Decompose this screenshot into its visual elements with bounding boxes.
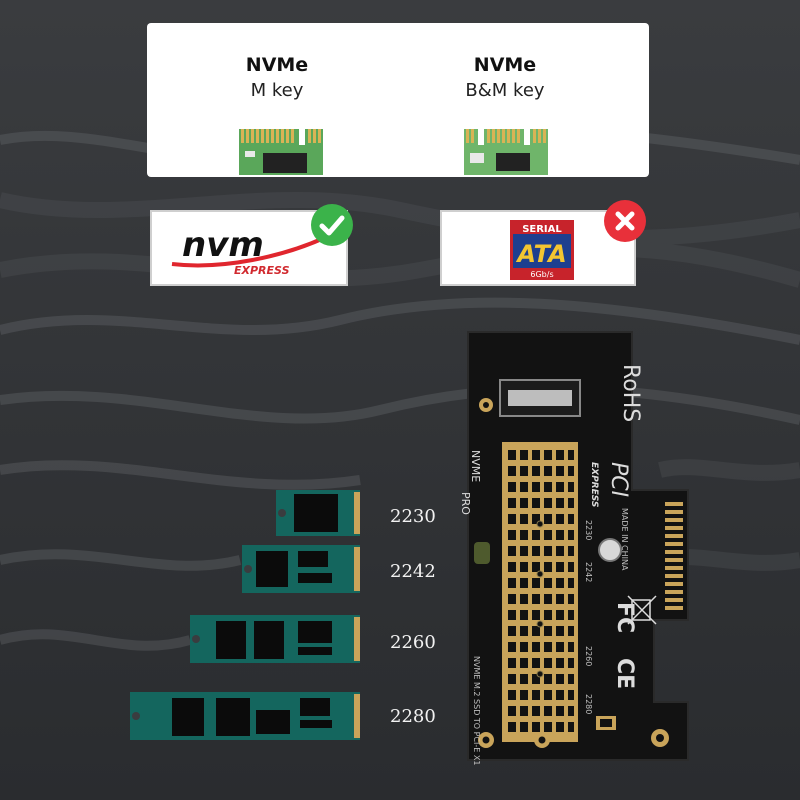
- pcie-logo: PCI: [606, 462, 631, 497]
- nvm-logo-text: nvm: [182, 225, 264, 265]
- card-mark-2242: 2242: [584, 562, 593, 582]
- bm-key-title: NVMe: [473, 54, 537, 76]
- size-label-2260: 2260: [390, 632, 436, 653]
- ssd-2230-module: [276, 490, 360, 536]
- ssd-2260-module: [190, 615, 360, 663]
- card-mark-2280: 2280: [584, 694, 593, 714]
- bm-key-subtitle: B&M key: [465, 80, 545, 101]
- nvm-logo-subtext: EXPRESS: [234, 264, 290, 277]
- size-label-2242: 2242: [390, 561, 436, 582]
- close-icon: [604, 200, 646, 242]
- pcie-adapter-card: RoHS PCI EXPRESS MADE IN CHINA NVME PRO …: [462, 331, 689, 765]
- fc-mark: FC: [612, 602, 637, 633]
- m-key-connector-image: [239, 127, 323, 175]
- made-in-label: MADE IN CHINA: [620, 508, 629, 571]
- nvme-pro-badge: PRO: [462, 492, 472, 515]
- ce-mark: CE: [612, 658, 637, 689]
- connector-type-panel: NVMe M key NVMe B&M key: [147, 23, 649, 177]
- sata-logo-sub: 6Gb/s: [530, 270, 553, 279]
- sata-logo-box: SERIAL ATA 6Gb/s: [440, 210, 636, 286]
- nvme-pro-label: NVME: [469, 450, 482, 482]
- m-key-title: NVMe: [245, 54, 309, 76]
- sata-logo-top: SERIAL: [522, 224, 562, 235]
- card-model-label: NVME M.2 SSD TO PCI-E X1: [472, 656, 481, 765]
- size-label-2230: 2230: [390, 506, 436, 527]
- ssd-2242-module: [242, 545, 360, 593]
- sata-logo-main: ATA: [515, 240, 566, 268]
- m-key-column: NVMe M key: [227, 53, 327, 105]
- check-icon: [311, 204, 353, 246]
- card-mark-2230: 2230: [584, 520, 593, 540]
- nvm-express-logo: nvm EXPRESS: [171, 225, 325, 277]
- bm-key-column: NVMe B&M key: [450, 53, 560, 105]
- m-key-subtitle: M key: [250, 80, 304, 101]
- ssd-2280-module: [130, 692, 360, 740]
- sata-logo: SERIAL ATA 6Gb/s: [510, 220, 574, 280]
- pcie-gold-fingers: [665, 502, 683, 610]
- weee-bin-icon: [627, 595, 657, 625]
- rohs-label: RoHS: [618, 364, 643, 422]
- size-label-2280: 2280: [390, 706, 436, 727]
- card-mark-2260: 2260: [584, 646, 593, 666]
- bm-key-connector-image: [464, 127, 548, 175]
- pcie-express-text: EXPRESS: [589, 462, 599, 507]
- heat-pad-grid: [508, 450, 574, 732]
